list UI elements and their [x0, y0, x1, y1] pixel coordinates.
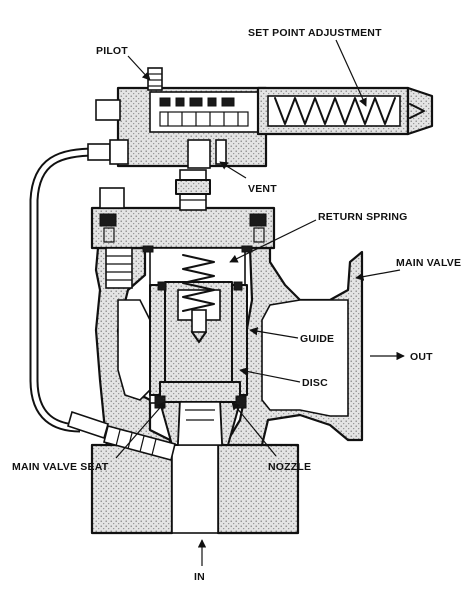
main-valve-seat-fitting [67, 410, 176, 461]
main-valve-cap [90, 206, 276, 250]
label-main-valve-seat: MAIN VALVE SEAT [12, 461, 109, 473]
label-nozzle: NOZZLE [268, 461, 311, 473]
label-in: IN [194, 571, 205, 583]
leader-lines [115, 39, 405, 566]
sense-tube-fitting [175, 169, 211, 211]
label-guide: GUIDE [300, 333, 334, 345]
sense-line-tube [29, 139, 129, 433]
main-valve-body [90, 246, 364, 535]
label-main-valve: MAIN VALVE [396, 257, 461, 269]
bonnet-stud [99, 187, 133, 289]
set-point-adjustment-housing [256, 86, 434, 136]
label-vent: VENT [248, 183, 277, 195]
label-disc: DISC [302, 377, 328, 389]
label-pilot: PILOT [96, 45, 128, 57]
guide-assembly [142, 245, 253, 404]
return-spring [182, 254, 215, 312]
label-set-point-adjustment: SET POINT ADJUSTMENT [248, 27, 382, 39]
callout-labels: SET POINT ADJUSTMENT PILOT VENT RETURN S… [12, 27, 461, 583]
label-out: OUT [410, 351, 433, 363]
label-return-spring: RETURN SPRING [318, 211, 408, 223]
pilot-body [95, 67, 268, 169]
